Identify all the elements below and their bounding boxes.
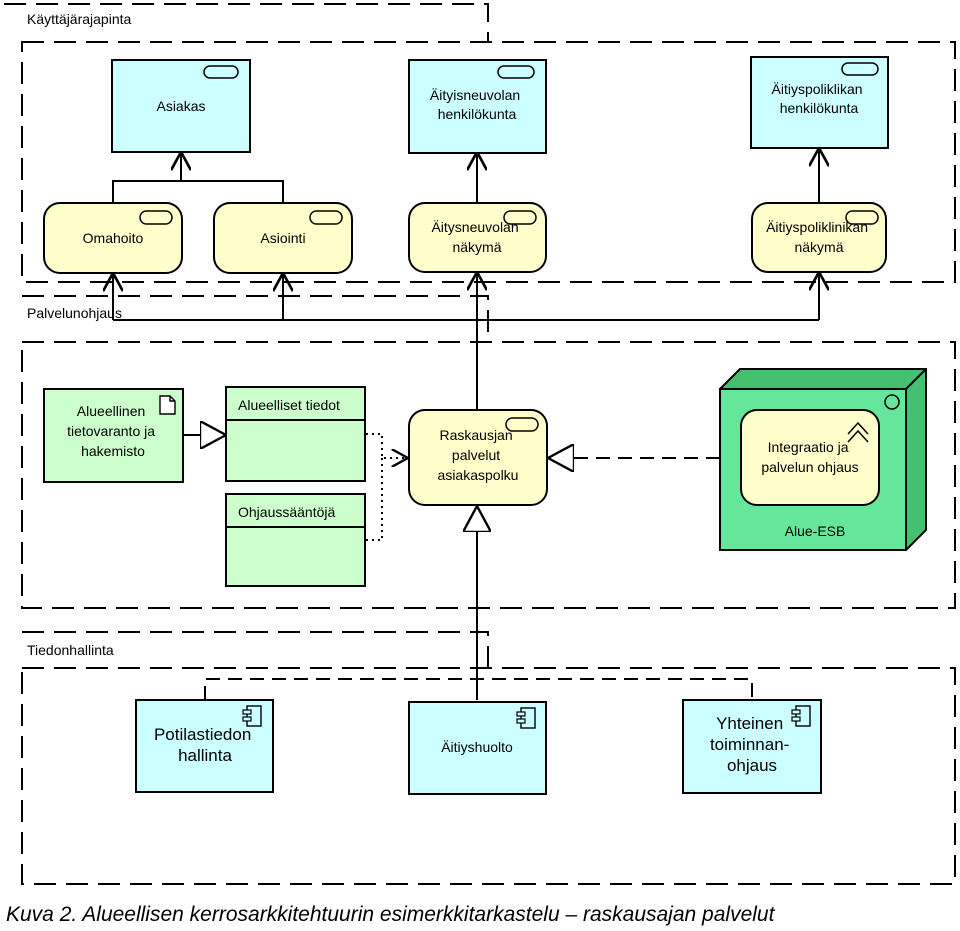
service-aitiysneuvolan-label: Äitysneuvolan näkymä bbox=[431, 219, 522, 255]
service-asiointi[interactable]: Asiointi bbox=[213, 202, 353, 274]
service-aitiyspoliklinikan-nakyma[interactable]: Äitiyspoliklinikan näkymä bbox=[751, 202, 887, 273]
data-object-ohjaussaannot[interactable]: Ohjaussääntöjä bbox=[225, 493, 366, 587]
role-icon bbox=[497, 65, 535, 79]
service-raskausajan-palvelut[interactable]: Raskausjan palvelut asiakaspolku bbox=[408, 409, 548, 506]
layer-data-label: Tiedonhallinta bbox=[27, 642, 114, 658]
service-raskausajan-label: Raskausjan palvelut asiakaspolku bbox=[438, 427, 519, 483]
document-icon bbox=[159, 395, 176, 415]
service-omahoito-label: Omahoito bbox=[83, 230, 144, 246]
component-potilastiedon[interactable]: Potilastiedon hallinta bbox=[135, 699, 274, 793]
service-icon bbox=[505, 417, 539, 432]
component-yhteinen[interactable]: Yhteinen toiminnan- ohjaus bbox=[682, 699, 822, 794]
component-icon bbox=[242, 705, 262, 727]
role-icon bbox=[203, 65, 239, 79]
service-aitiyspoliklinikan-label: Äitiyspoliklinikan näkymä bbox=[766, 219, 872, 255]
component-aitiyshuolto-label: Äitiyshuolto bbox=[441, 739, 513, 755]
actor-asiakas-label: Asiakas bbox=[156, 98, 205, 114]
service-icon bbox=[845, 210, 879, 225]
actor-aitiyspoli-label: Äitiyspoliklikan henkilökunta bbox=[772, 81, 867, 116]
layer-service-label: Palvelunohjaus bbox=[27, 305, 122, 321]
function-icon bbox=[847, 421, 869, 443]
service-icon bbox=[309, 210, 343, 225]
service-icon bbox=[139, 210, 173, 225]
component-icon bbox=[791, 705, 811, 727]
actor-aitiysneuvola-staff[interactable]: Äityisneuvolan henkilökunta bbox=[408, 59, 547, 154]
data-object-alueelliset-tiedot[interactable]: Alueelliset tiedot bbox=[225, 386, 366, 482]
component-yhteinen-label: Yhteinen toiminnan- ohjaus bbox=[710, 714, 794, 775]
component-aitiyshuolto[interactable]: Äitiyshuolto bbox=[408, 701, 547, 795]
node-icon bbox=[884, 394, 900, 410]
data-object-ohjaussaannot-label: Ohjaussääntöjä bbox=[238, 504, 336, 520]
connectors bbox=[113, 148, 819, 700]
layer-service: Palvelunohjaus bbox=[21, 295, 956, 609]
service-integraatio-label: Integraatio ja palvelun ohjaus bbox=[761, 439, 858, 475]
figure-caption: Kuva 2. Alueellisen kerrosarkkitehtuurin… bbox=[6, 903, 776, 926]
data-object-alueelliset-label: Alueelliset tiedot bbox=[238, 397, 340, 413]
service-omahoito[interactable]: Omahoito bbox=[43, 202, 183, 274]
actor-aitiysneuvola-label: Äityisneuvolan henkilökunta bbox=[430, 87, 524, 122]
role-icon bbox=[841, 62, 879, 76]
service-icon bbox=[503, 210, 537, 225]
component-potilastiedon-label: Potilastiedon hallinta bbox=[154, 725, 256, 765]
layer-ui: Käyttäjärajapinta bbox=[4, 3, 956, 283]
layer-ui-label: Käyttäjärajapinta bbox=[27, 11, 132, 27]
service-aitiysneuvolan-nakyma[interactable]: Äitysneuvolan näkymä bbox=[408, 202, 547, 273]
component-icon bbox=[516, 707, 536, 729]
node-alue-esb-label: Alue-ESB bbox=[785, 523, 846, 539]
data-object-tietovaranto[interactable]: Alueellinen tietovaranto ja hakemisto bbox=[43, 388, 184, 483]
actor-aitiyspoli-staff[interactable]: Äitiyspoliklikan henkilökunta bbox=[750, 56, 889, 149]
actor-asiakas[interactable]: Asiakas bbox=[111, 59, 251, 153]
service-asiointi-label: Asiointi bbox=[260, 230, 305, 246]
data-object-tietovaranto-label: Alueellinen tietovaranto ja hakemisto bbox=[67, 403, 159, 459]
service-integraatio[interactable]: Integraatio ja palvelun ohjaus bbox=[740, 409, 880, 506]
layer-data: Tiedonhallinta bbox=[21, 631, 956, 885]
